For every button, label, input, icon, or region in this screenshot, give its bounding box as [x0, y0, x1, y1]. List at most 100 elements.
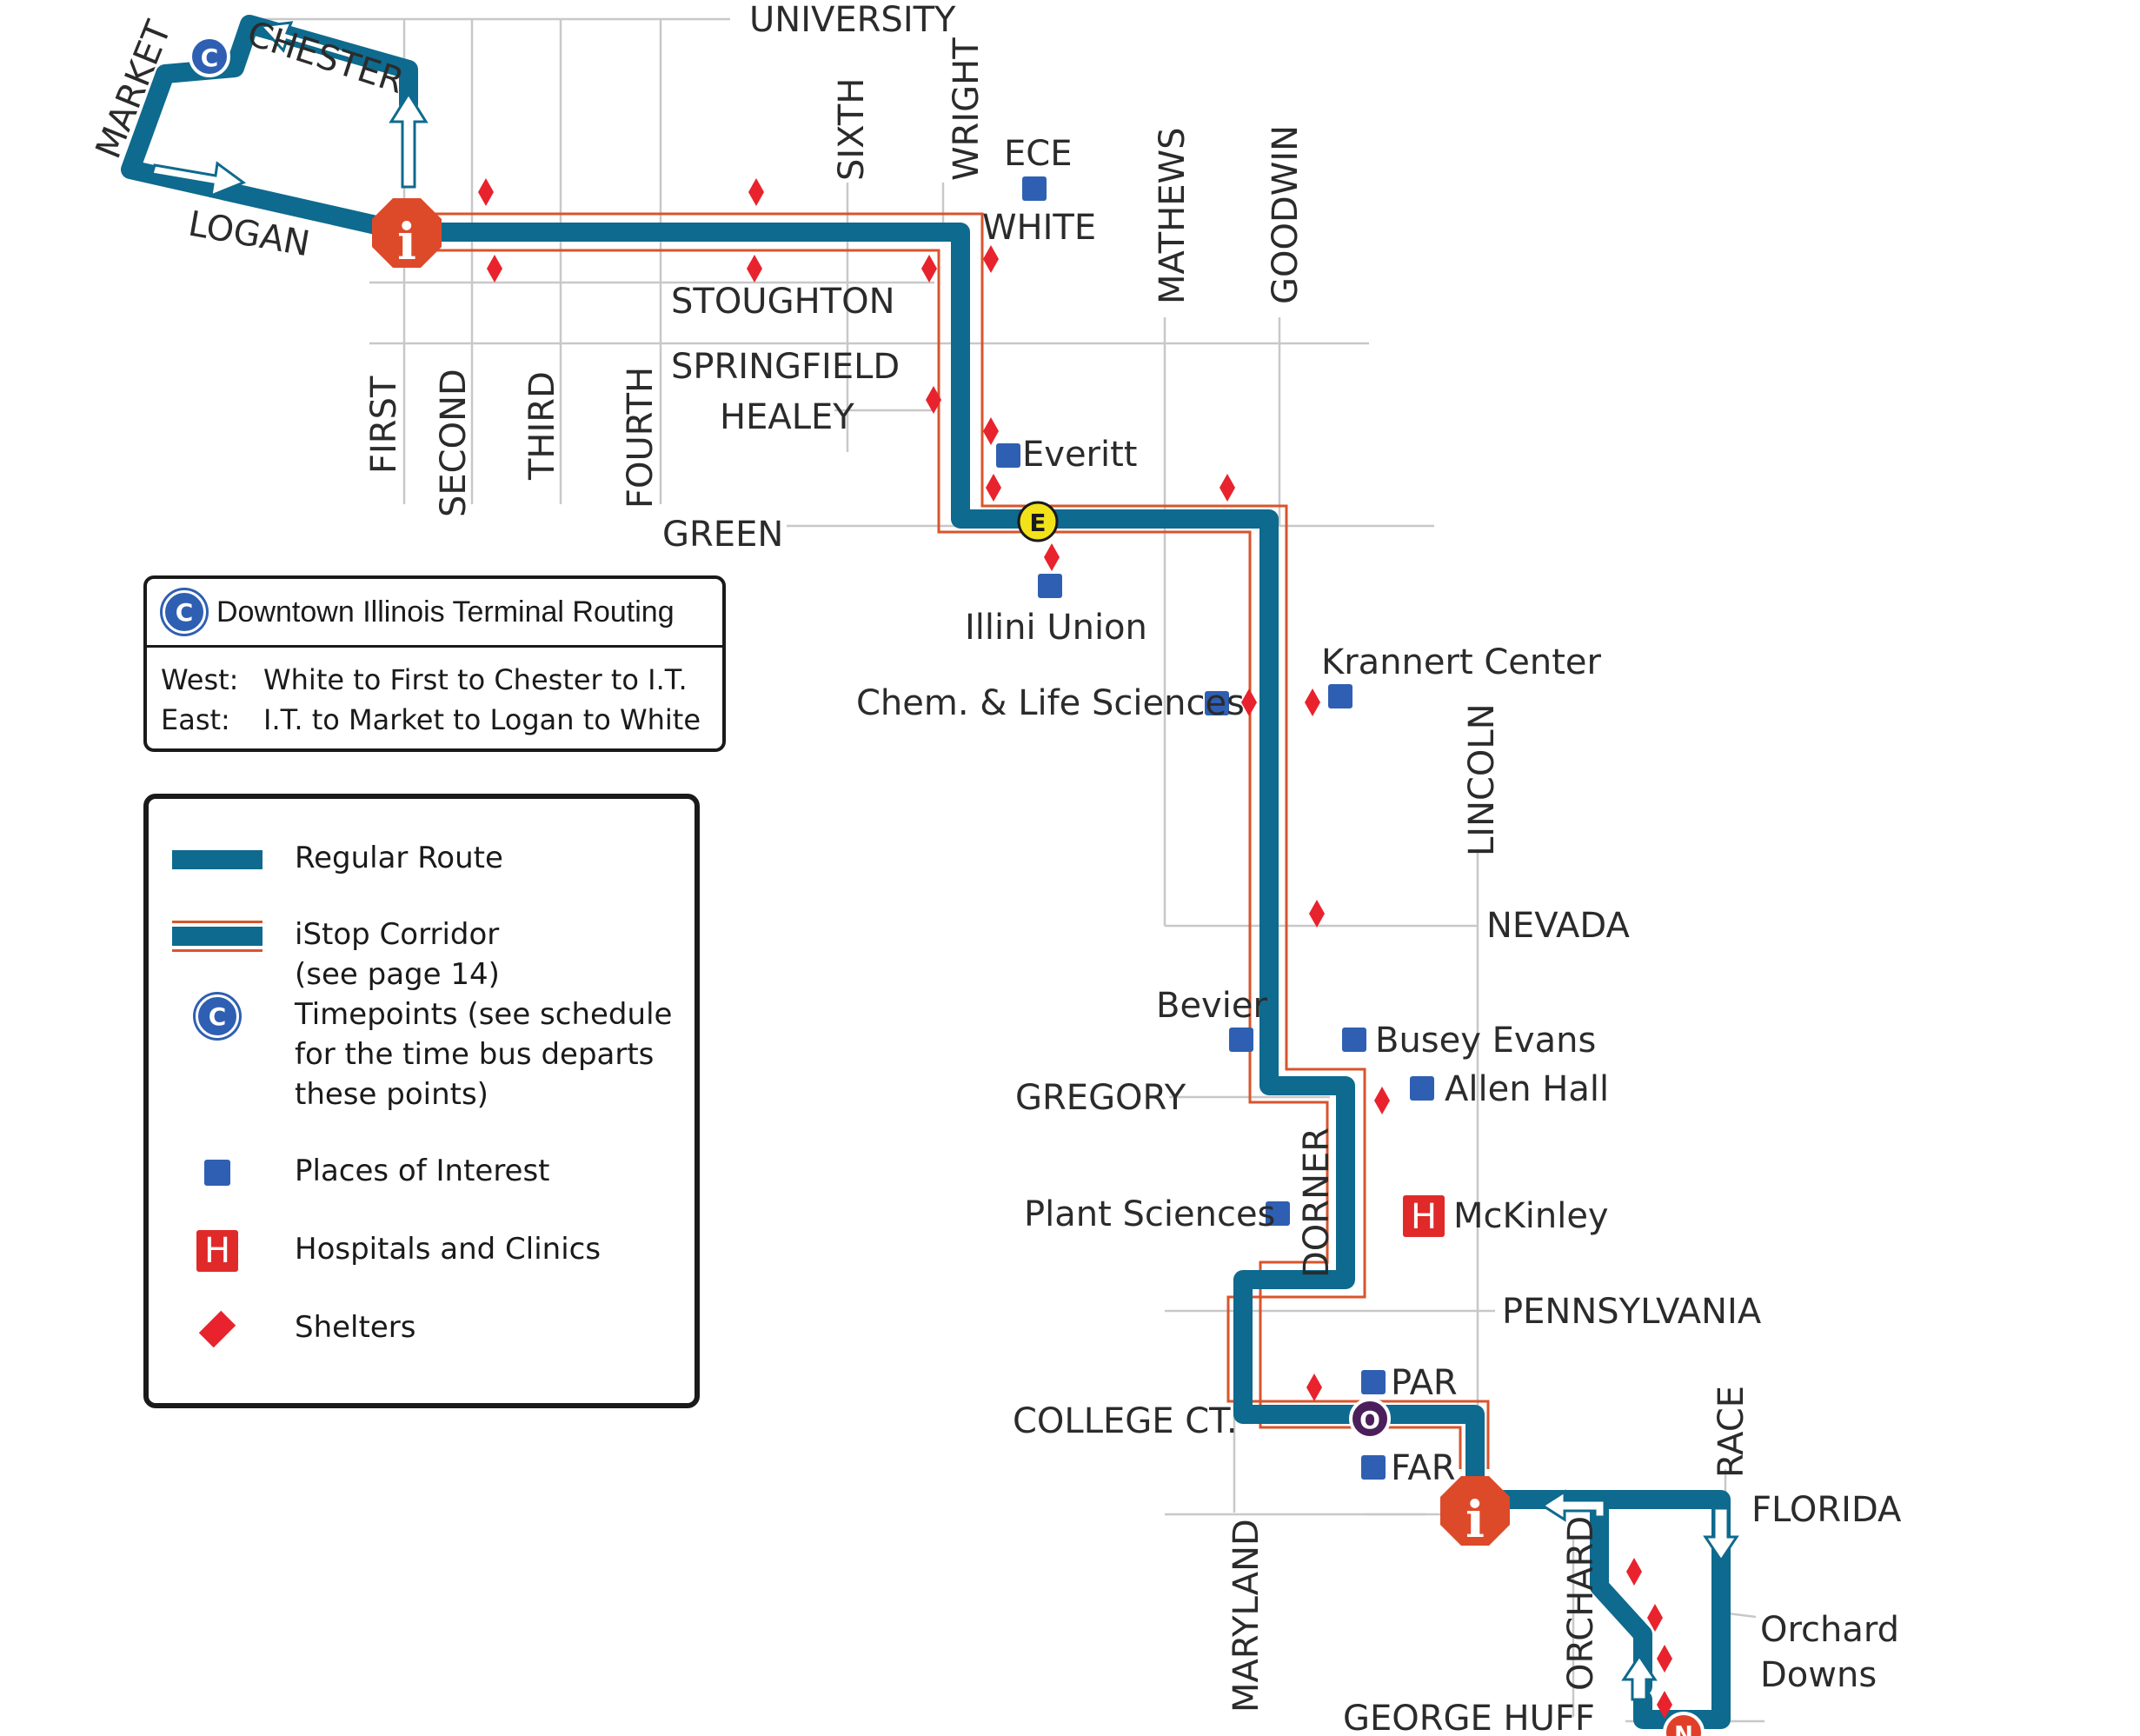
- shelter-icon: [747, 255, 762, 283]
- shelter-icon: [478, 178, 494, 206]
- shelter-icon: [1305, 688, 1320, 716]
- place-label-illini-union: Illini Union: [965, 608, 1147, 648]
- place-marker-busey-evans: [1342, 1028, 1366, 1052]
- street-label-pennsylvania: PENNSYLVANIA: [1502, 1292, 1762, 1332]
- street-label-maryland: MARYLAND: [1226, 1519, 1266, 1713]
- shelter-swatch: [169, 1303, 265, 1355]
- timepoint-o: O: [1349, 1398, 1391, 1440]
- routing-value: I.T. to Market to Logan to White: [263, 703, 701, 736]
- street-label-nevada: NEVADA: [1486, 906, 1630, 946]
- street-label-healey: HEALEY: [720, 397, 854, 437]
- shelter-icon: [983, 417, 999, 445]
- hospital-icon: H: [1411, 1197, 1437, 1237]
- place-labels: ECE Everitt Illini Union Chem. & Life Sc…: [856, 134, 1899, 1695]
- street-label-green: GREEN: [662, 515, 783, 555]
- istop-corridor-swatch: [169, 910, 265, 962]
- shelter-icon: [921, 255, 937, 283]
- shelter-icon: [1657, 1645, 1672, 1673]
- istop-marker-downtown: i: [372, 198, 442, 271]
- street-label-gregory: GREGORY: [1015, 1078, 1186, 1118]
- svg-text:C: C: [201, 43, 219, 72]
- place-label-far: FAR: [1391, 1448, 1456, 1488]
- routing-header: C Downtown Illinois Terminal Routing: [147, 579, 722, 648]
- places-of-interest: [996, 176, 1434, 1480]
- shelter-icon: [1220, 474, 1235, 502]
- place-label-bevier: Bevier: [1156, 986, 1267, 1026]
- istop-icon: i: [397, 212, 416, 271]
- street-label-lincoln: LINCOLN: [1462, 703, 1502, 856]
- place-label-par: PAR: [1391, 1363, 1458, 1403]
- place-marker-krannert: [1328, 684, 1352, 708]
- arrow-chester: [257, 21, 354, 61]
- shelter-icon: [1044, 543, 1060, 571]
- shelter-icon: [1309, 900, 1325, 928]
- legend: Regular Route iStop Corridor (see page 1…: [143, 794, 700, 1408]
- street-label-chester: CHESTER: [243, 14, 409, 102]
- hospital-mckinley: H: [1403, 1195, 1445, 1237]
- shelter-icon: [748, 178, 764, 206]
- place-label-ece: ECE: [1004, 134, 1072, 174]
- street-label-dorner: DORNER: [1297, 1127, 1337, 1278]
- legend-label: iStop Corridor (see page 14): [295, 917, 500, 992]
- street-label-florida: FLORIDA: [1751, 1490, 1902, 1530]
- istop-icon: i: [1465, 1490, 1485, 1549]
- legend-label: Places of Interest: [295, 1154, 550, 1188]
- svg-text:N: N: [1674, 1722, 1693, 1736]
- arrow-logan: [150, 161, 247, 198]
- routing-value: White to First to Chester to I.T.: [263, 663, 688, 696]
- street-label-wright: WRIGHT: [947, 37, 987, 181]
- timepoint-n: N: [1663, 1712, 1705, 1736]
- place-marker-par: [1361, 1370, 1386, 1394]
- hospital-swatch: H: [169, 1225, 265, 1277]
- svg-text:O: O: [1359, 1406, 1380, 1434]
- istop-corridor: [409, 212, 1490, 1469]
- street-label-fourth: FOURTH: [621, 367, 661, 509]
- place-label-everitt: Everitt: [1022, 435, 1137, 475]
- place-marker-bevier: [1229, 1028, 1253, 1052]
- shelter-icon: [1241, 688, 1257, 716]
- place-marker-allen-hall: [1410, 1076, 1434, 1101]
- street-label-third: THIRD: [522, 371, 562, 481]
- shelters: [478, 178, 1672, 1719]
- legend-label: Regular Route: [295, 841, 503, 875]
- timepoint-c: C: [189, 36, 230, 77]
- istop-marker-florida: i: [1440, 1476, 1510, 1549]
- svg-text:E: E: [1029, 509, 1046, 537]
- regular-route: [121, 15, 1731, 1729]
- street-label-goodwin: GOODWIN: [1266, 125, 1306, 304]
- timepoint-swatch: C: [169, 990, 265, 1042]
- street-label-george-huff: GEORGE HUFF: [1343, 1699, 1595, 1736]
- timepoint-c-icon: C: [196, 994, 239, 1038]
- routing-row-west: West: White to First to Chester to I.T.: [147, 660, 722, 700]
- place-label-chem-life: Chem. & Life Sciences: [856, 683, 1245, 723]
- hospital-icon: H: [196, 1230, 238, 1272]
- direction-arrows: [150, 21, 1739, 1701]
- routing-title: Downtown Illinois Terminal Routing: [216, 595, 675, 629]
- routing-key: East:: [161, 703, 230, 736]
- timepoint-e: E: [1017, 501, 1059, 542]
- place-marker-ece: [1022, 176, 1047, 201]
- place-marker-chem-life: [1205, 691, 1229, 715]
- routing-row-east: East: I.T. to Market to Logan to White: [147, 700, 722, 740]
- street-label-stoughton: STOUGHTON: [671, 282, 895, 322]
- place-marker-illini-union: [1038, 574, 1062, 598]
- shelter-icon: [1374, 1087, 1390, 1114]
- routing-info-box: C Downtown Illinois Terminal Routing Wes…: [143, 575, 726, 752]
- timepoint-c-icon: C: [163, 590, 206, 634]
- street-label-springfield: SPRINGFIELD: [671, 347, 900, 387]
- place-label-mckinley: McKinley: [1453, 1196, 1609, 1236]
- place-swatch: [169, 1147, 265, 1199]
- shelter-icon: [487, 255, 502, 283]
- arrow-race: [1703, 1507, 1739, 1563]
- shelter-icon: [1657, 1691, 1672, 1719]
- place-marker-far: [1361, 1455, 1386, 1480]
- legend-label: Hospitals and Clinics: [295, 1232, 601, 1267]
- street-label-second: SECOND: [434, 369, 474, 517]
- street-label-orchard: ORCHARD: [1561, 1516, 1601, 1691]
- place-label-busey-evans: Busey Evans: [1375, 1021, 1596, 1061]
- arrow-first: [389, 91, 429, 189]
- shelter-icon: [926, 386, 941, 414]
- legend-label: Timepoints (see schedule for the time bu…: [295, 997, 673, 1112]
